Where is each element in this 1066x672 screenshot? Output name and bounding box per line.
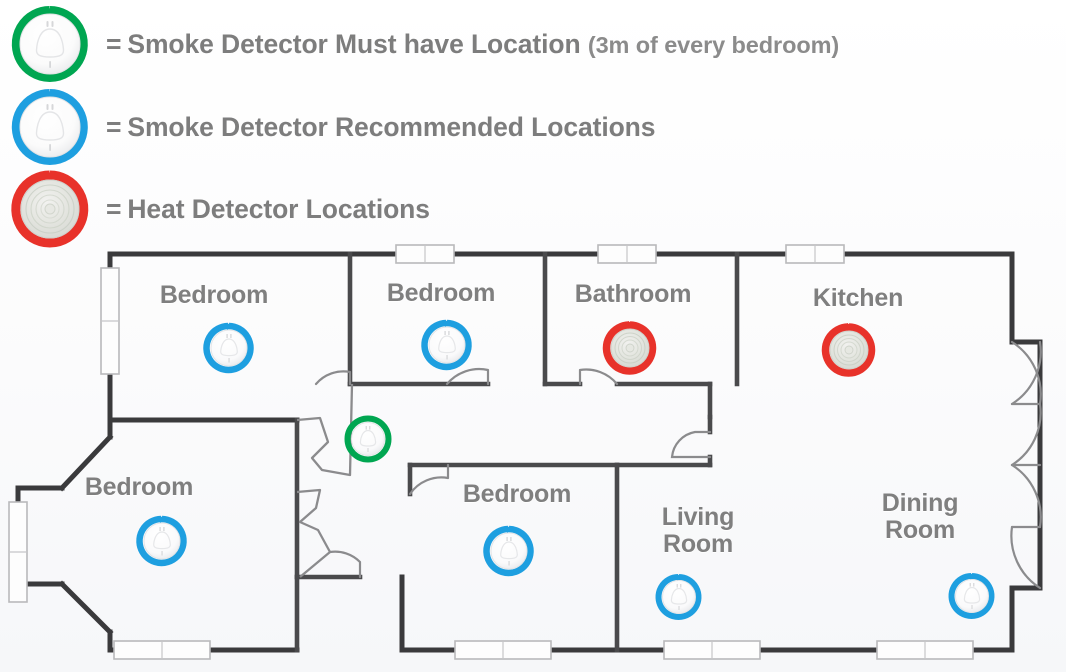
detector-dining-room[interactable] (948, 573, 995, 619)
legend-label-recommended: =Smoke Detector Recommended Locations (106, 111, 656, 143)
window-living-room (663, 640, 761, 660)
window-bedroom-top-middle (395, 244, 455, 264)
room-label-bedroom-bottom-middle: Bedroom (462, 480, 572, 508)
legend-suffix-0: (3m of every bedroom) (587, 31, 840, 58)
window-bathroom (597, 244, 657, 264)
detector-kitchen[interactable] (821, 323, 876, 377)
legend-main-text-0: Smoke Detector Must have Location (127, 28, 581, 59)
detector-bedroom-top-middle[interactable] (421, 319, 472, 371)
smoke-detector-blue-icon (8, 88, 92, 166)
detector-bedroom-top-left[interactable] (203, 322, 254, 374)
detector-bathroom[interactable] (602, 321, 657, 375)
legend-label-heat: =Heat Detector Locations (106, 194, 430, 225)
heat-detector-red-icon (8, 170, 92, 248)
room-label-bedroom-left: Bedroom (84, 473, 194, 501)
right-wall-french-doors (1010, 340, 1042, 590)
detector-hallway-mandatory[interactable] (344, 415, 392, 463)
legend-equals-2: = (106, 193, 122, 224)
legend-equals-0: = (106, 28, 122, 59)
corridor-outline (296, 383, 354, 578)
smoke-detector-green-icon (8, 5, 92, 83)
room-label-bathroom: Bathroom (574, 280, 692, 308)
room-label-bedroom-top-middle: Bedroom (386, 279, 496, 307)
legend-label-must-have: =Smoke Detector Must have Location (3m o… (106, 29, 839, 60)
room-label-living-room: Living Room (661, 503, 735, 558)
floor-plan: Bedroom Bedroom Bathroom Kitchen Bedroom… (0, 232, 1066, 672)
window-dining-room (876, 640, 974, 660)
room-label-bedroom-top-left: Bedroom (159, 281, 269, 309)
detector-bedroom-left[interactable] (136, 515, 187, 567)
legend-item-heat: =Heat Detector Locations (8, 170, 430, 248)
window-bedroom-left-bay (8, 501, 28, 603)
legend: =Smoke Detector Must have Location (3m o… (0, 0, 1066, 248)
room-label-kitchen: Kitchen (812, 284, 904, 312)
room-label-dining-room: Dining Room (881, 489, 959, 544)
window-kitchen (785, 244, 845, 264)
floor-plan-svg (8, 244, 1043, 660)
window-bedroom-top-left (100, 267, 120, 375)
windows (8, 244, 974, 660)
window-bedroom-bottom-middle (454, 640, 552, 660)
legend-item-recommended: =Smoke Detector Recommended Locations (8, 88, 656, 166)
legend-main-text-2: Heat Detector Locations (127, 193, 430, 224)
interior-walls (294, 251, 740, 653)
window-bedroom-left-bottom (113, 640, 211, 660)
legend-item-must-have: =Smoke Detector Must have Location (3m o… (8, 5, 839, 83)
legend-main-text-1: Smoke Detector Recommended Locations (127, 111, 656, 142)
legend-equals-1: = (106, 111, 122, 142)
detector-bedroom-bottom-middle[interactable] (483, 525, 534, 577)
door-arcs (314, 367, 712, 579)
detector-living-room[interactable] (655, 574, 702, 620)
